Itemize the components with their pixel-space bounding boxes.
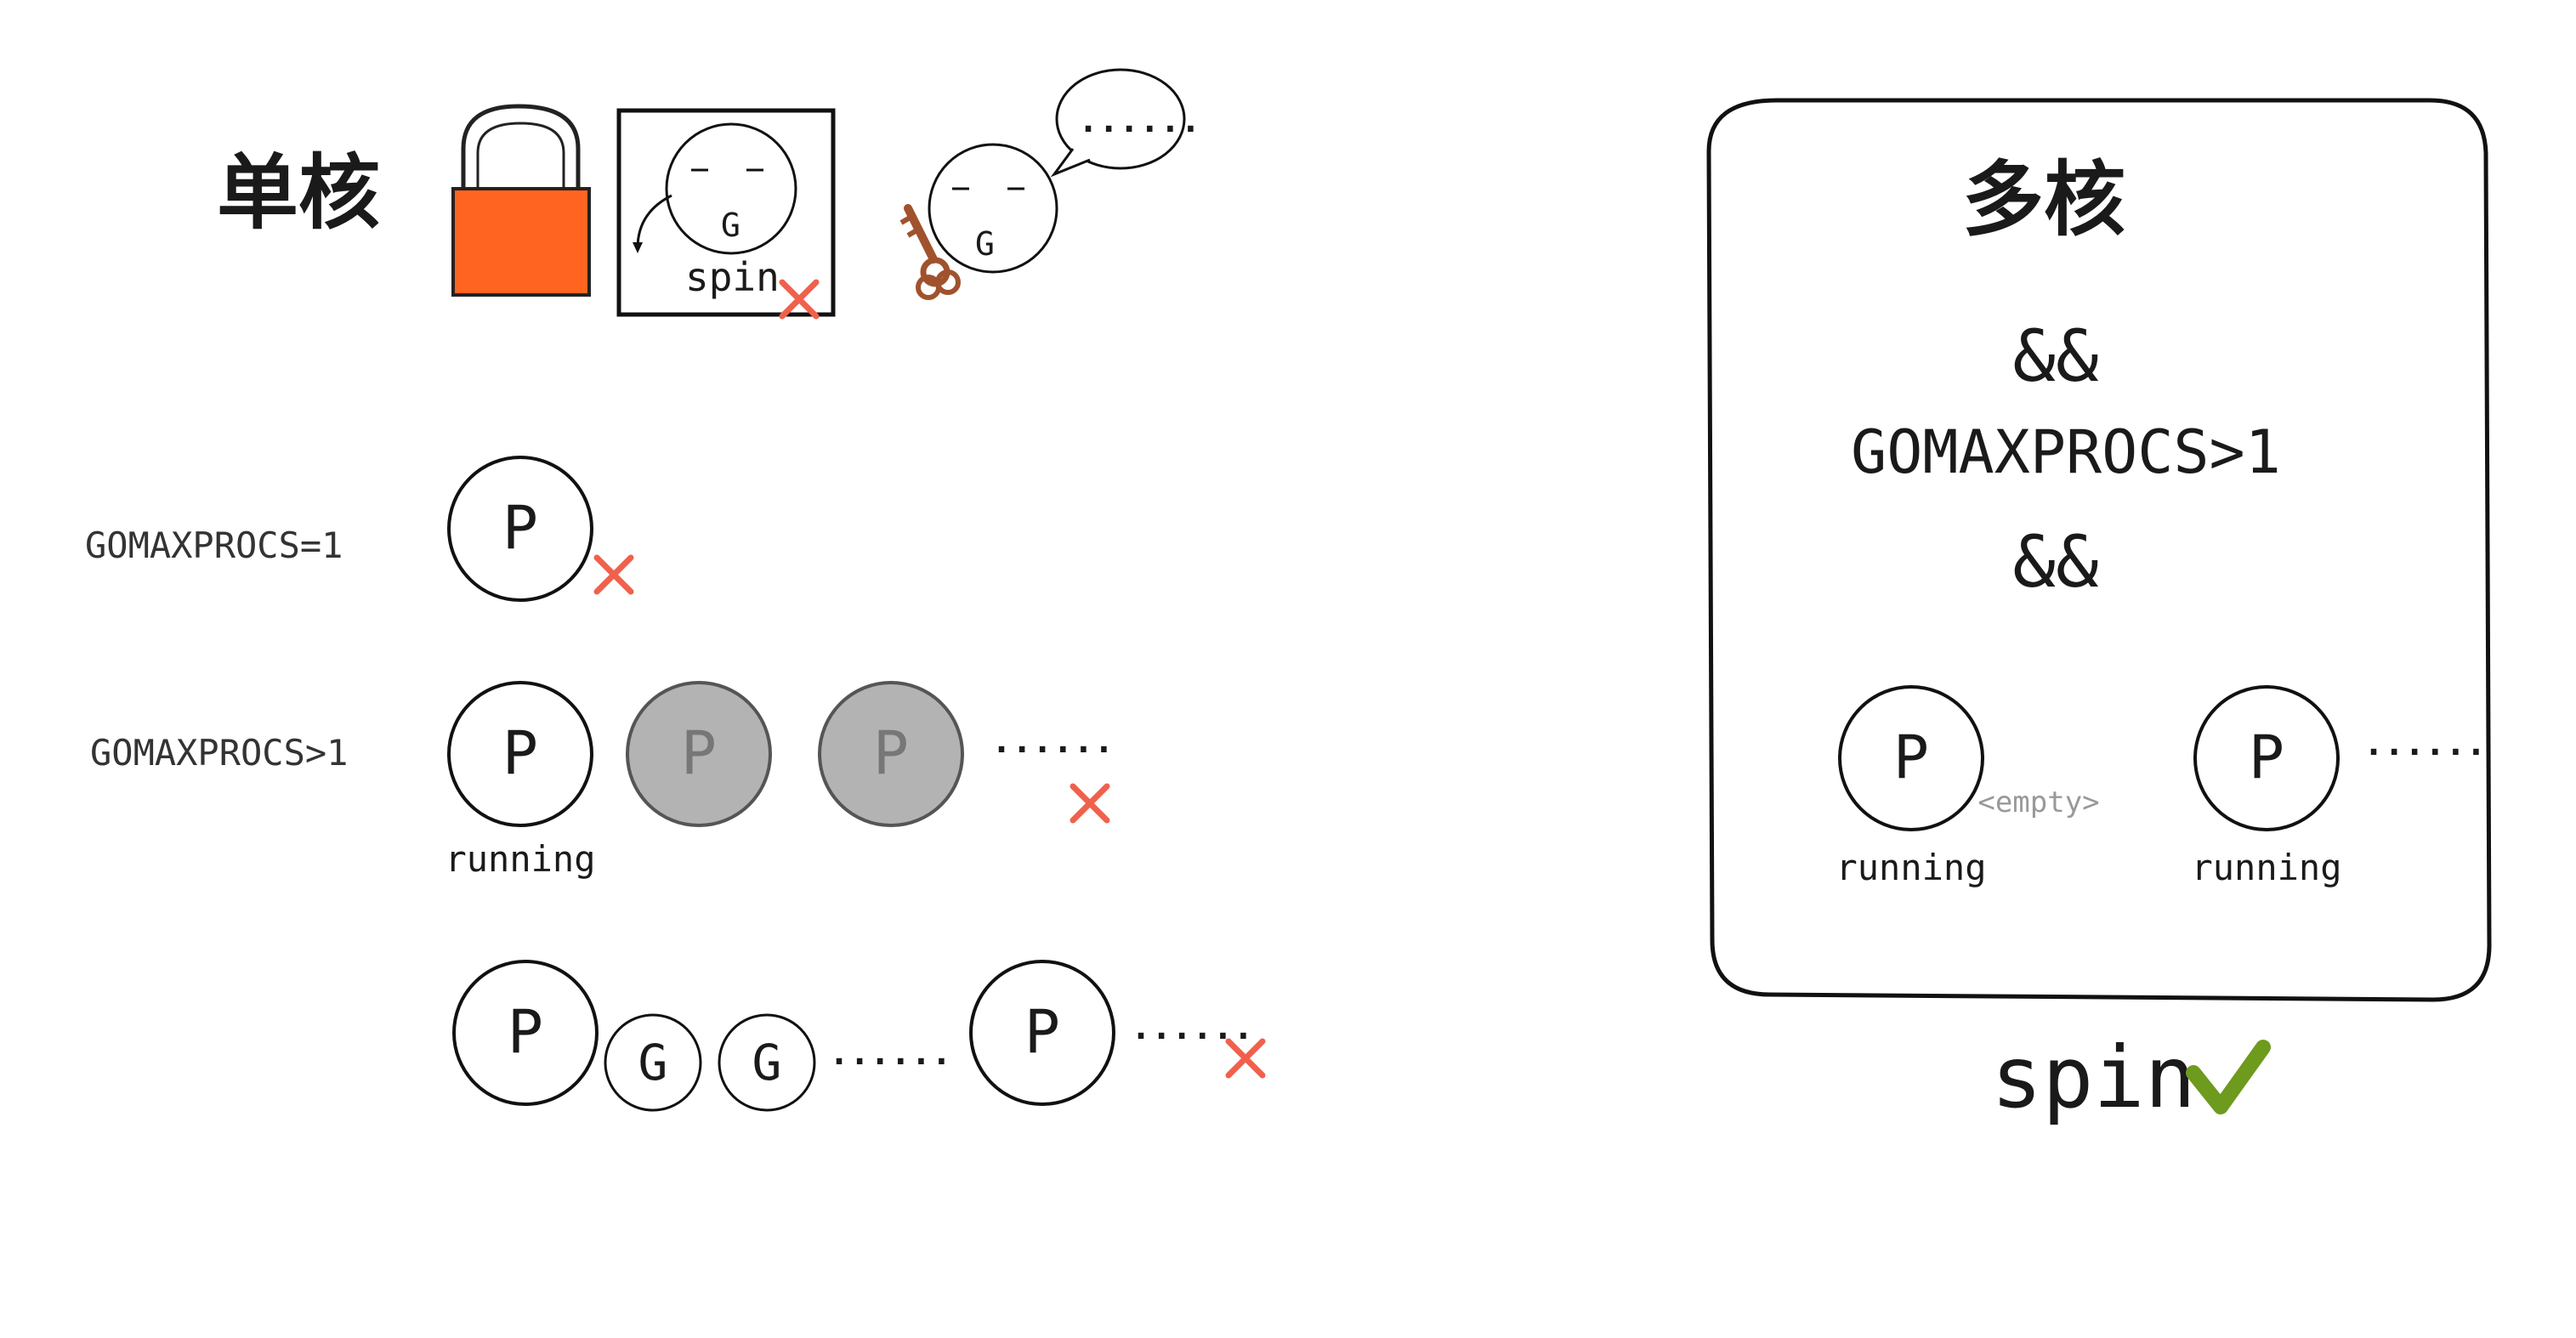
spin-label: spin (685, 254, 780, 300)
running-label: running (2191, 847, 2341, 888)
ellipsis: ...... (991, 722, 1115, 761)
goroutine-g-label: G (721, 207, 740, 244)
running-label: running (1836, 847, 1986, 888)
queued-goroutine: G (604, 1013, 702, 1112)
spinning-goroutine-box: G spin (616, 108, 836, 320)
processor-p: P (452, 960, 599, 1106)
multi-core-condition: GOMAXPROCS>1 (1851, 417, 2281, 487)
multi-core-title: 多核 (1962, 151, 2125, 247)
goroutine-face (928, 143, 1058, 274)
ellipsis: ...... (829, 1034, 952, 1073)
processor-label: P (502, 493, 538, 563)
padlock-body (451, 187, 591, 297)
thought-bubble-icon: ...... (1050, 68, 1201, 178)
goroutine-label: G (752, 1034, 782, 1091)
goroutine-face (665, 122, 797, 255)
processor-label: P (502, 718, 538, 788)
queued-goroutine: G (718, 1013, 816, 1112)
ellipsis: ...... (2363, 724, 2487, 763)
and-operator-top: && (2012, 315, 2099, 398)
processor-label: P (1893, 723, 1929, 792)
processor-label: P (2249, 723, 2284, 792)
thought-text: ...... (1078, 101, 1201, 140)
ellipsis: ...... (1131, 1008, 1254, 1047)
empty-queue-label: <empty> (1977, 785, 2099, 819)
processor-label: P (508, 997, 543, 1067)
processor-label: P (681, 718, 717, 788)
gomaxprocs-gt-1-label: GOMAXPROCS>1 (90, 732, 348, 774)
goroutine-label: G (638, 1034, 668, 1091)
cross-icon (779, 279, 820, 320)
cross-icon (1070, 783, 1110, 824)
processor-p: P (447, 456, 593, 602)
running-label: running (445, 838, 595, 880)
goroutine-g-label: G (975, 225, 995, 263)
spin-arrow-icon (636, 194, 672, 249)
key-icon (899, 204, 961, 300)
waiting-goroutine: G ...... (899, 68, 1201, 300)
processor-p-running: P (1838, 685, 1984, 831)
processor-label: P (1024, 997, 1060, 1067)
processor-label: P (873, 718, 909, 788)
check-icon (2186, 1040, 2271, 1114)
processor-p-running: P (447, 681, 593, 827)
cross-icon (593, 554, 634, 595)
padlock-icon (451, 104, 591, 297)
single-core-title: 单核 (217, 145, 380, 241)
gomaxprocs-eq-1-label: GOMAXPROCS=1 (85, 524, 343, 566)
processor-p: P (969, 960, 1115, 1106)
processor-p-running: P (2193, 685, 2340, 831)
spin-result-label: spin (1991, 1028, 2196, 1127)
processor-p-idle: P (818, 681, 964, 827)
processor-p-idle: P (626, 681, 772, 827)
cross-icon (1225, 1038, 1266, 1079)
and-operator-bottom: && (2012, 520, 2099, 604)
